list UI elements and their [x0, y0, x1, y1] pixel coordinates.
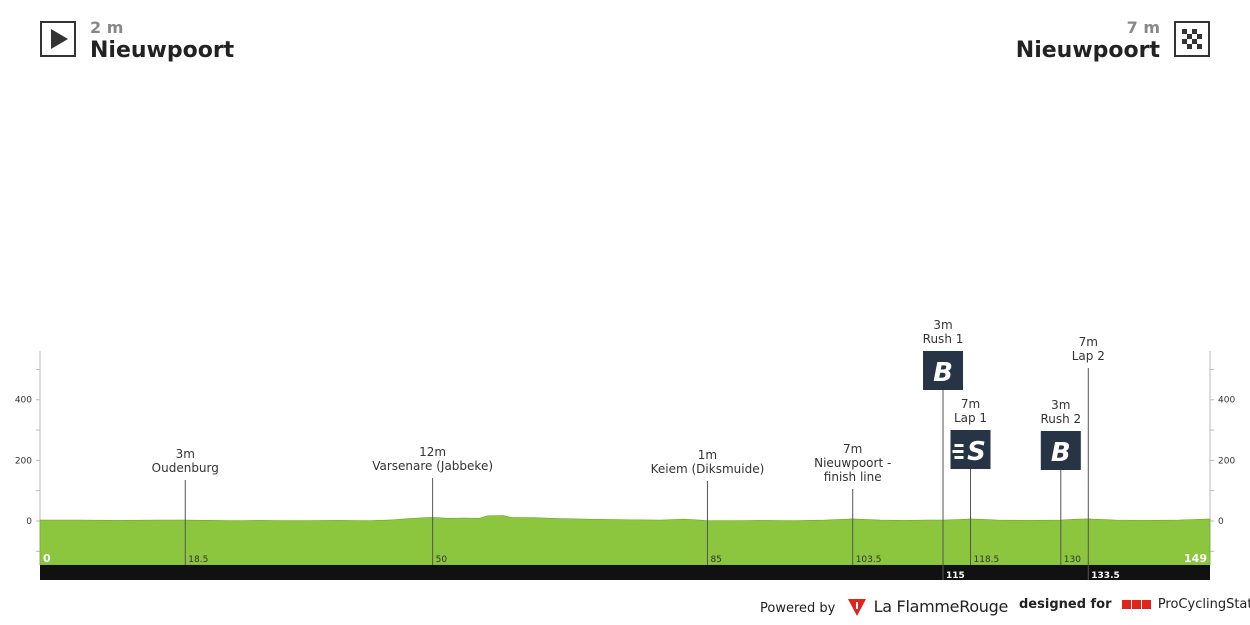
y-tick-label-right: 200: [1218, 456, 1235, 466]
km-label: 103.5: [856, 555, 882, 565]
sprint-marker-letter: B: [933, 358, 953, 388]
pcs-name: ProCyclingStats: [1157, 597, 1250, 612]
waypoint-altitude: 7m: [961, 397, 980, 411]
powered-by-text: Powered by: [760, 601, 836, 616]
start-name: Nieuwpoort: [90, 38, 235, 63]
waypoint-name: Rush 2: [1040, 412, 1081, 426]
designed-for: designed for ProCyclingStats: [1019, 597, 1250, 612]
km-label: 133.5: [1091, 571, 1119, 581]
finish-name: Nieuwpoort: [1015, 38, 1160, 63]
distance-band: [40, 565, 1210, 580]
finish-altitude: 7 m: [1126, 18, 1160, 37]
km-label: 18.5: [188, 555, 208, 565]
sprint-marker-B: [923, 351, 964, 390]
waypoint-altitude: 3m: [1051, 398, 1070, 412]
waypoint-name: Keiem (Diksmuide): [651, 462, 765, 476]
start-header: 2 m Nieuwpoort: [40, 18, 280, 64]
speed-line: [954, 456, 964, 459]
waypoint-name-2: finish line: [824, 470, 882, 484]
waypoint-altitude: 7m: [1079, 335, 1098, 349]
pcs-logo-icon: [1121, 597, 1152, 612]
speed-line: [954, 444, 964, 447]
y-tick-label-right: 0: [1218, 517, 1224, 527]
waypoint-altitude: 1m: [698, 448, 717, 462]
brand-name: La FlammeRouge: [873, 597, 1009, 616]
km-label: 50: [436, 555, 448, 565]
speed-line: [952, 450, 964, 453]
waypoint-name: Nieuwpoort -: [814, 456, 891, 470]
km-label: 85: [710, 555, 721, 565]
powered-by: Powered by La FlammeRouge: [760, 597, 1008, 617]
y-tick-label-right: 400: [1218, 396, 1235, 406]
waypoint-altitude: 3m: [933, 318, 952, 332]
flame-logo-icon: [847, 599, 866, 616]
y-tick-label-left: 400: [15, 396, 32, 406]
sprint-marker-B: [1040, 431, 1081, 470]
designed-for-text: designed for: [1019, 597, 1112, 612]
km-label: 115: [946, 571, 965, 581]
brand-prefix: La Flamme: [873, 597, 960, 616]
sprint-marker-letter: S: [967, 437, 986, 467]
checkered-flag-icon: [1174, 21, 1210, 57]
waypoint-name: Varsenare (Jabbeke): [372, 459, 493, 473]
brand-suffix: Rouge: [959, 597, 1009, 616]
km-label: 149: [1184, 552, 1207, 565]
waypoint-name: Oudenburg: [152, 461, 219, 475]
sprint-marker-S: [950, 430, 991, 469]
km-label: 118.5: [974, 555, 1000, 565]
waypoint-altitude: 7m: [843, 442, 862, 456]
waypoint-altitude: 3m: [176, 447, 195, 461]
km-label: 0: [43, 552, 51, 565]
finish-header: 7 m Nieuwpoort: [970, 18, 1210, 64]
play-icon: [40, 21, 76, 57]
sprint-marker-letter: B: [1051, 438, 1071, 468]
start-altitude: 2 m: [90, 18, 124, 37]
y-tick-label-left: 0: [26, 517, 32, 527]
waypoint-name: Lap 2: [1072, 349, 1105, 363]
waypoint-name: Lap 1: [954, 411, 987, 425]
km-label: 130: [1064, 555, 1081, 565]
y-tick-label-left: 200: [15, 456, 32, 466]
elevation-profile-area: [39, 515, 1211, 566]
waypoint-name: Rush 1: [923, 332, 964, 346]
waypoint-altitude: 12m: [419, 445, 446, 459]
